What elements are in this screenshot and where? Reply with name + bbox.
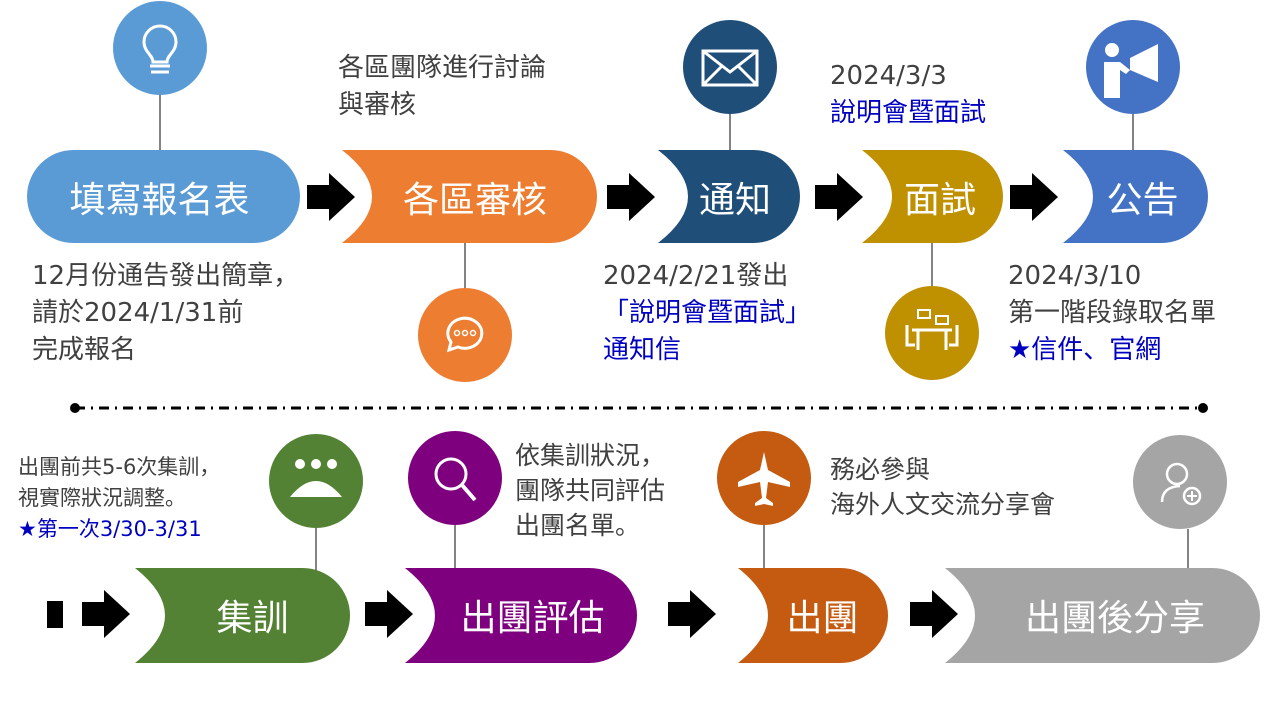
add-user-icon xyxy=(1187,491,1197,501)
person-head xyxy=(295,459,305,469)
step-label-register: 填寫報名表 xyxy=(69,180,250,221)
step-label-depart: 出團 xyxy=(786,598,859,639)
lightbulb-icon xyxy=(142,24,178,74)
chat-dot xyxy=(461,329,469,337)
megaphone-icon xyxy=(1104,44,1158,98)
search-icon xyxy=(434,457,468,491)
arrow-right-icon xyxy=(365,590,413,638)
step-shape-register xyxy=(27,150,300,243)
step-label-training: 集訓 xyxy=(216,598,289,639)
step-shape-announce xyxy=(1063,150,1208,243)
chat-dot xyxy=(469,329,477,337)
note-review: 各區團隊進行討論與審核 xyxy=(338,53,547,120)
lightbulb-icon xyxy=(113,1,207,95)
add-user-icon xyxy=(1165,462,1189,486)
mail-icon xyxy=(701,49,759,87)
arrow-right-icon xyxy=(668,590,716,638)
add-user-icon xyxy=(1160,484,1181,503)
step-shape-depart xyxy=(738,568,889,663)
airplane-icon xyxy=(738,452,790,506)
meeting-icon xyxy=(885,286,979,380)
arrow-right-icon xyxy=(607,173,655,221)
person-head xyxy=(311,459,321,469)
arrow-right-icon xyxy=(910,590,958,638)
arrow-right-icon xyxy=(307,173,355,221)
speech-icon xyxy=(917,309,949,325)
step-label-evaluate: 出團評估 xyxy=(460,598,605,639)
chat-dot xyxy=(453,329,461,337)
group-icon xyxy=(290,481,342,497)
divider-dot xyxy=(1198,403,1208,413)
mail-icon xyxy=(683,20,777,114)
arrow-right-icon xyxy=(1010,173,1058,221)
note-register: 12月份通告發出簡章，請於2024/1/31前完成報名 xyxy=(32,261,300,365)
search-icon xyxy=(460,483,477,502)
step-label-interview: 面試 xyxy=(903,180,976,221)
divider-dot xyxy=(70,403,80,413)
step-shape-review xyxy=(342,150,597,243)
note-evaluate: 依集訓狀況，團隊共同評估出團名單。 xyxy=(515,441,666,540)
step-label-notify: 通知 xyxy=(698,180,771,221)
step-shape-interview xyxy=(862,150,1003,243)
meeting-icon xyxy=(905,325,959,350)
arrow-right-icon xyxy=(82,590,130,638)
step-label-share: 出團後分享 xyxy=(1024,598,1205,639)
search-icon xyxy=(408,431,502,525)
step-label-review: 各區審核 xyxy=(402,180,547,221)
step-shape-share xyxy=(945,568,1261,663)
step-shape-notify xyxy=(658,150,800,243)
chat-bubble-icon xyxy=(446,316,484,353)
step-shape-training xyxy=(135,568,351,663)
continuation-marker xyxy=(47,601,63,628)
note-share: 務必參與海外人文交流分享會 xyxy=(830,455,1056,519)
add-user-icon xyxy=(1133,435,1227,529)
megaphone-icon xyxy=(1105,43,1119,57)
note-notify: 2024/2/21發出「說明會暨面試」通知信 xyxy=(603,261,812,365)
add-user-icon xyxy=(1182,486,1202,506)
step-label-announce: 公告 xyxy=(1106,180,1179,221)
step-shape-evaluate xyxy=(405,568,638,663)
person-head xyxy=(327,459,337,469)
note-training: 出團前共5-6次集訓，視實際狀況調整。★第一次3/30-3/31 xyxy=(18,455,221,541)
arrow-right-icon xyxy=(815,173,863,221)
